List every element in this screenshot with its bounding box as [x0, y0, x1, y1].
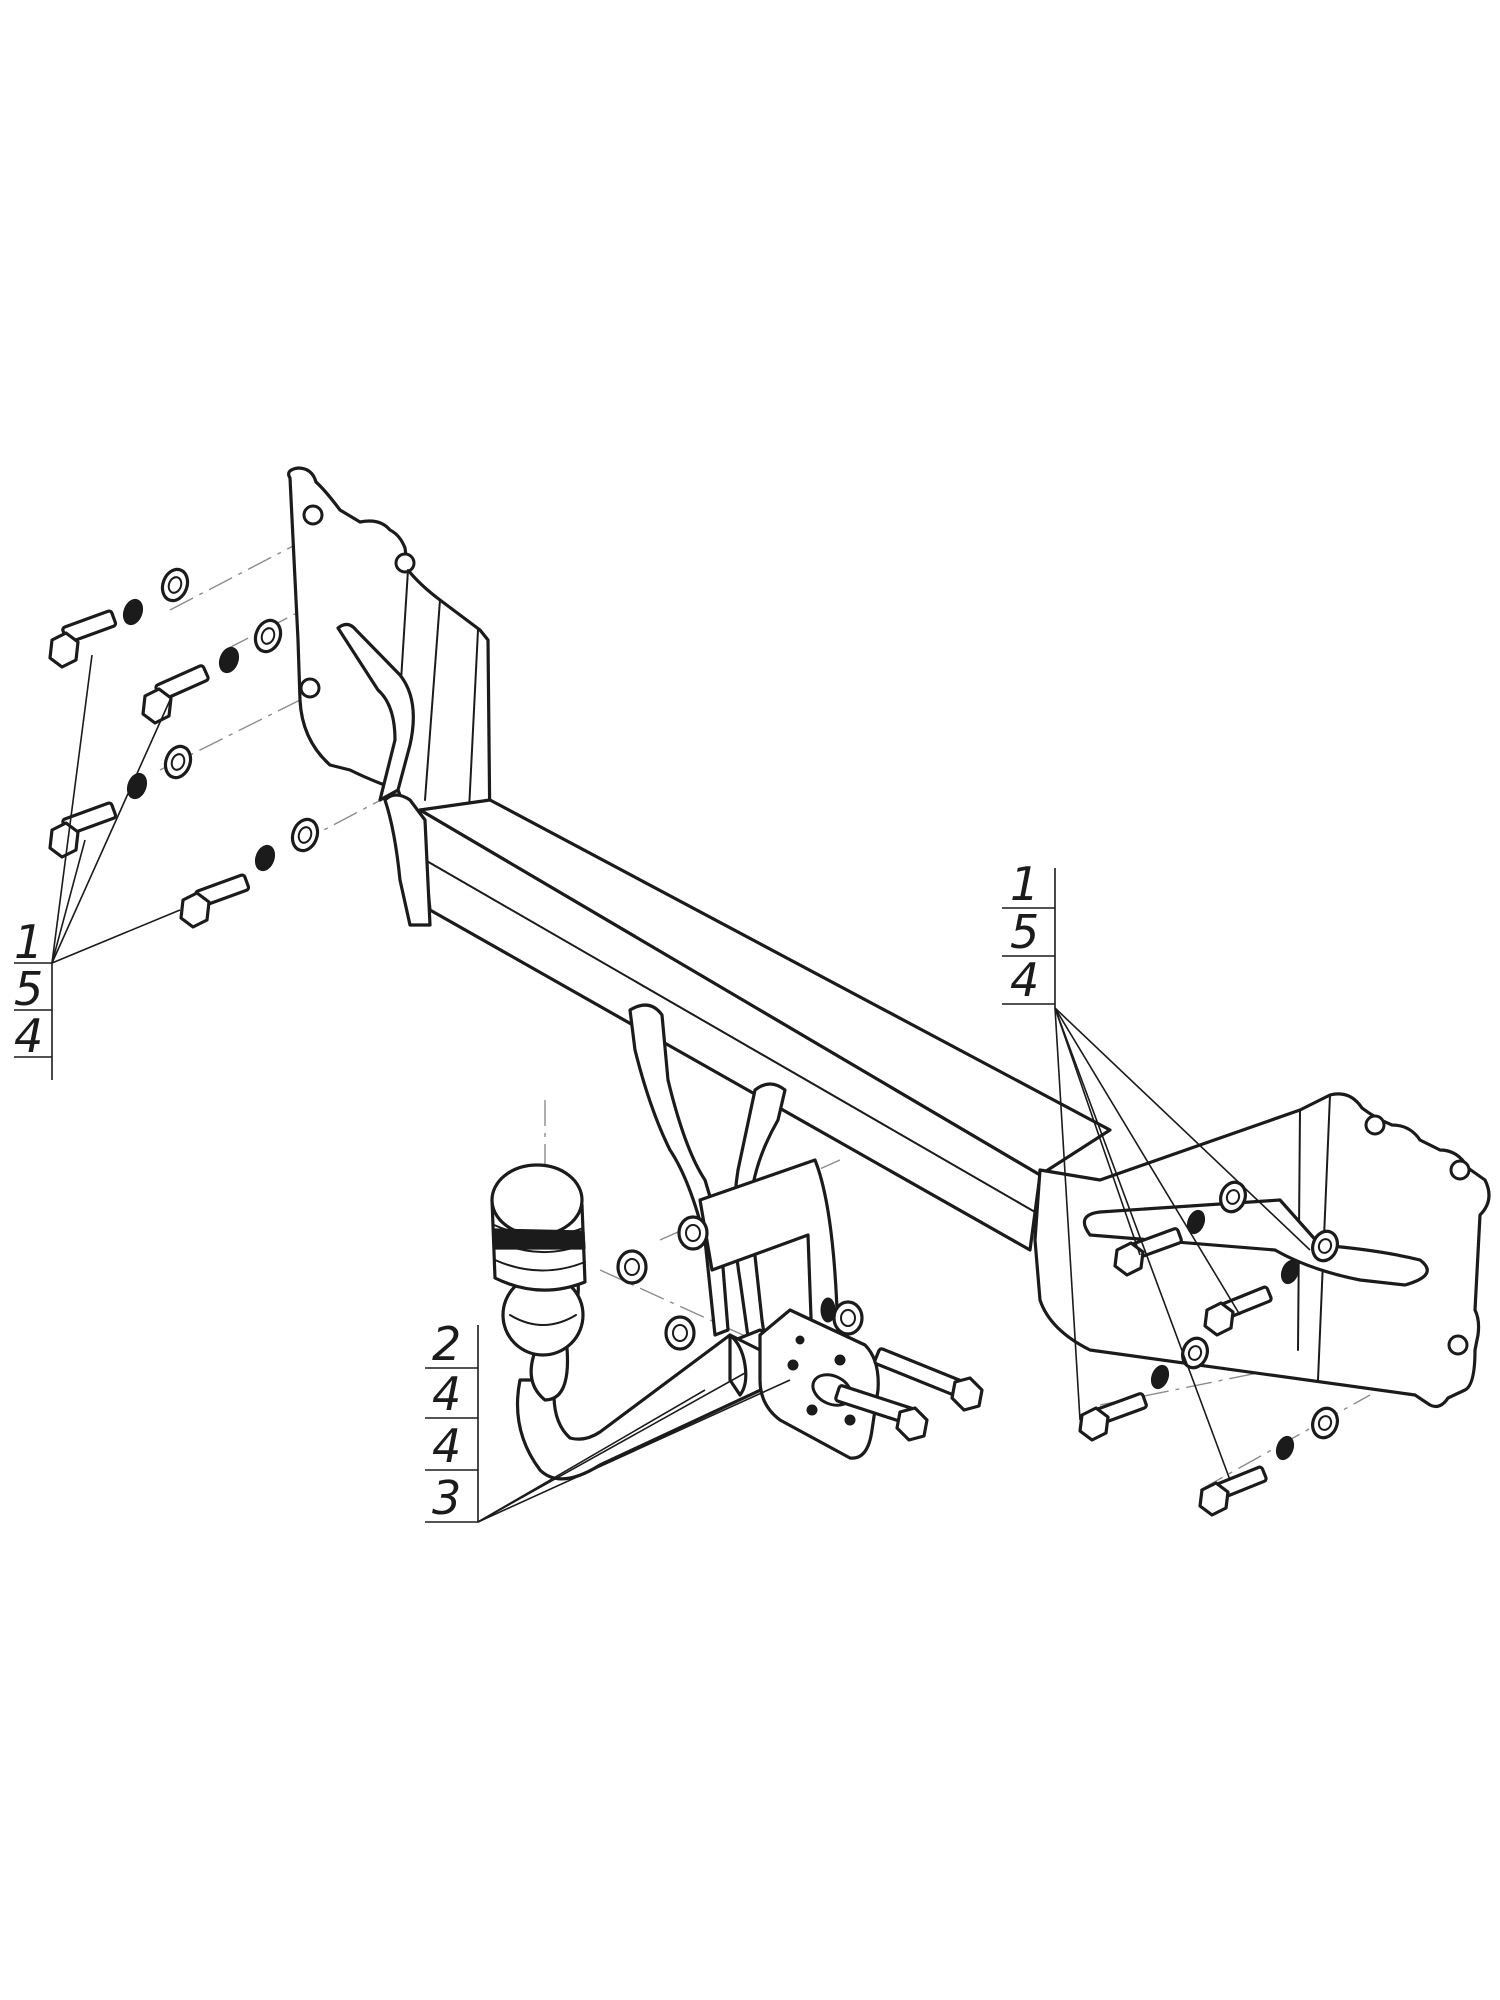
- bolt-icon: [1113, 1227, 1183, 1277]
- bolt-icon: [1078, 1392, 1148, 1442]
- callout-ball-mount: 2 4 4 3: [425, 1317, 479, 1525]
- nut-icon: [664, 1315, 696, 1351]
- callout-right-item-1: 1: [1010, 857, 1039, 911]
- callout-left-item-1: 1: [14, 915, 43, 969]
- nut-icon: [290, 817, 320, 853]
- bolt-icon: [1203, 1285, 1273, 1337]
- nut-icon: [1181, 1336, 1209, 1370]
- callout-left-item-2: 5: [14, 962, 43, 1016]
- nut-icon: [616, 1249, 648, 1285]
- callout-ball-mount-item-3: 4: [432, 1419, 461, 1473]
- right-fasteners: [1078, 1180, 1339, 1517]
- callout-ball-mount-item-1: 2: [432, 1317, 461, 1371]
- washer-icon: [1150, 1364, 1170, 1390]
- bolt-icon: [48, 801, 118, 859]
- ball-mount: [501, 1268, 767, 1481]
- washer-icon: [1275, 1435, 1295, 1461]
- washer-icon: [122, 598, 144, 626]
- callout-left-item-3: 4: [14, 1009, 43, 1063]
- right-mounting-bracket: [1033, 1092, 1491, 1409]
- ball-cover-cap: [490, 1163, 587, 1292]
- washer-icon: [254, 844, 276, 872]
- washer-icon: [218, 646, 240, 674]
- washer-icon: [820, 1297, 836, 1323]
- left-fasteners: [48, 567, 320, 929]
- main-crossbar: [383, 793, 1112, 1252]
- nut-icon: [253, 618, 283, 654]
- leader-lines: [51, 654, 1311, 1523]
- callout-ball-mount-item-4: 3: [432, 1471, 461, 1525]
- nut-icon: [163, 744, 193, 780]
- left-mounting-bracket: [287, 466, 492, 842]
- mounting-flange-plate: [758, 1308, 880, 1460]
- nut-icon: [160, 567, 190, 603]
- nut-icon: [1219, 1180, 1247, 1214]
- callout-right-item-3: 4: [1010, 953, 1039, 1007]
- bolt-icon: [141, 664, 210, 725]
- washer-icon: [126, 772, 148, 800]
- bolt-icon: [179, 873, 251, 929]
- nut-icon: [1311, 1406, 1339, 1440]
- nut-icon: [832, 1300, 864, 1336]
- bolt-icon: [1198, 1465, 1268, 1517]
- washer-icon: [1186, 1209, 1206, 1235]
- bolt-icon: [48, 609, 118, 669]
- callout-ball-mount-item-2: 4: [432, 1367, 461, 1421]
- nut-icon: [677, 1215, 709, 1251]
- center-fasteners: [616, 1215, 984, 1442]
- nut-icon: [1311, 1229, 1339, 1263]
- bolt-icon: [873, 1347, 984, 1412]
- callout-left: 1 5 4: [14, 915, 53, 1080]
- washer-icon: [1280, 1259, 1300, 1285]
- callout-right-item-2: 5: [1010, 905, 1039, 959]
- callout-right: 1 5 4: [1002, 857, 1056, 1008]
- bolt-icon: [834, 1384, 929, 1442]
